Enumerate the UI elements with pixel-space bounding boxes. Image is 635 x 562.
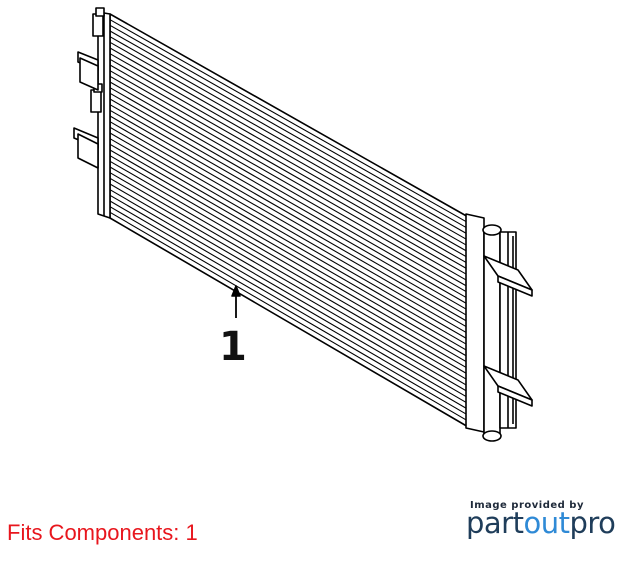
fin-line [109, 126, 471, 336]
fin-line [109, 155, 471, 365]
fin-line [109, 58, 471, 266]
radiator-condenser-diagram [73, 7, 533, 442]
fin-line [109, 189, 471, 400]
right-tank [465, 213, 533, 442]
fin-line [109, 166, 471, 376]
fin-line [109, 64, 471, 271]
brand-pro: pro [569, 506, 616, 540]
fin-line [109, 206, 471, 417]
fin-line [109, 211, 471, 423]
fits-components-label: Fits Components: 1 [7, 520, 198, 545]
fin-line [109, 24, 471, 231]
fin-line [109, 75, 471, 283]
fin-line [109, 104, 471, 312]
fin-line [109, 183, 471, 394]
callout-arrow [231, 285, 241, 318]
fin-line [109, 30, 471, 236]
fin-line [109, 149, 471, 359]
fin-line [109, 81, 471, 289]
fin-line [109, 160, 471, 371]
brand-out: out [523, 506, 570, 540]
fin-line [109, 19, 471, 225]
fin-line [109, 36, 471, 242]
callout-number-1: 1 [219, 324, 247, 370]
condenser-fins [109, 19, 471, 423]
fin-line [109, 121, 471, 330]
left-tank [73, 7, 111, 219]
fin-line [109, 53, 471, 260]
fin-line [109, 41, 471, 248]
fin-line [109, 115, 471, 324]
brand-part: part [466, 506, 524, 540]
partoutpro-logo: partoutpro [466, 506, 616, 540]
fin-line [109, 47, 471, 254]
fin-line [109, 138, 471, 347]
fin-line [109, 200, 471, 411]
fin-line [109, 194, 471, 406]
fin-line [109, 98, 471, 306]
fin-line [109, 143, 471, 353]
image-credit-label: Image provided by [470, 500, 584, 511]
fin-line [109, 70, 471, 277]
fin-line [109, 172, 471, 382]
fin-line [109, 177, 471, 388]
fin-line [109, 109, 471, 318]
fin-line [109, 92, 471, 301]
fin-line [109, 87, 471, 295]
fin-line [109, 132, 471, 341]
